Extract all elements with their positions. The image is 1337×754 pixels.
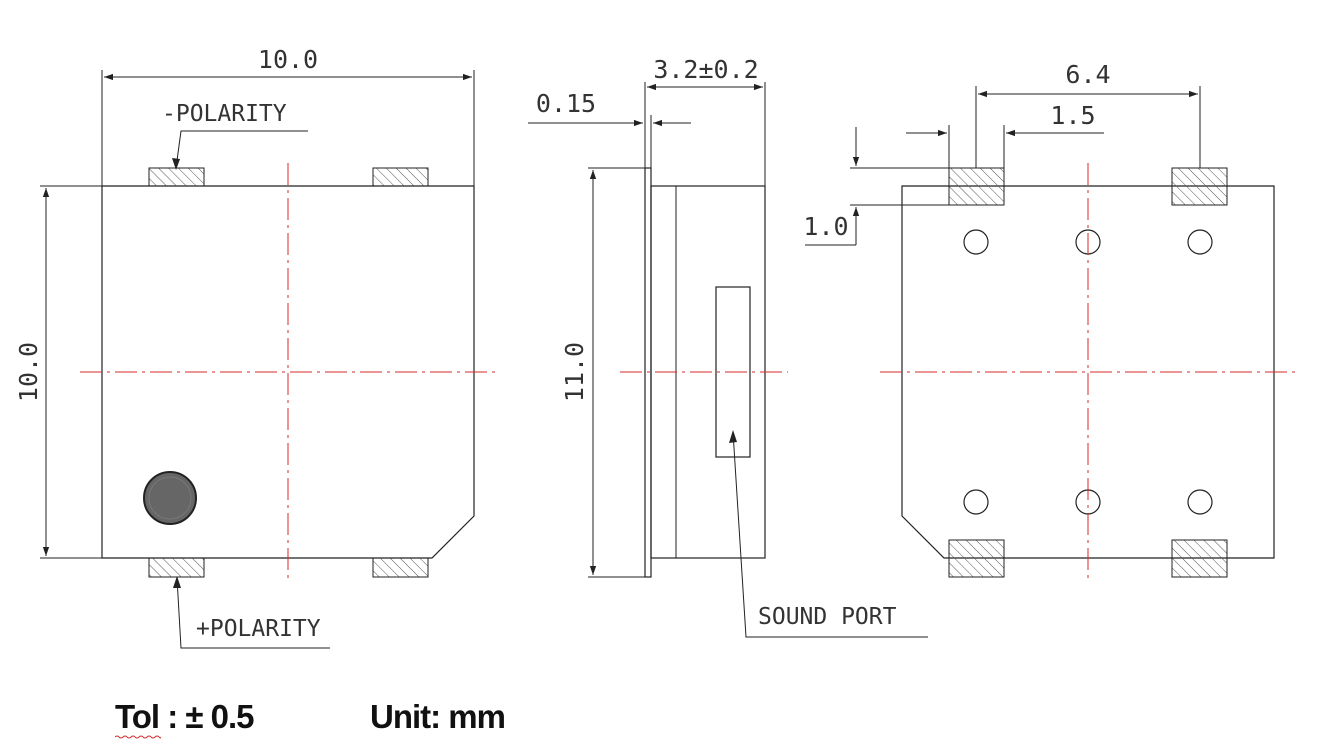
polarity-marker-inner <box>148 476 192 520</box>
sound-port-arrowhead <box>729 430 737 443</box>
bottom-view: 6.4 1.5 1.0 <box>803 60 1296 582</box>
pad-height-label: 1.0 <box>803 212 848 241</box>
bottom-hole <box>1187 229 1213 255</box>
bottom-pad-bottom-right <box>1171 539 1228 578</box>
tolerance-note: Tol : ± 0.5 <box>115 698 255 735</box>
front-pad-top-left <box>148 167 205 187</box>
neg-polarity-leader <box>175 130 308 169</box>
side-thickness-label: 3.2±0.2 <box>653 55 758 84</box>
sound-port-slot <box>715 286 751 458</box>
neg-polarity-arrowhead <box>172 158 180 170</box>
front-pad-top-right <box>372 167 429 187</box>
bottom-pitch-label: 6.4 <box>1065 60 1110 89</box>
bottom-hole <box>1187 489 1213 515</box>
side-height-label: 11.0 <box>560 342 589 402</box>
polarity-marker-dot <box>143 471 197 525</box>
pos-polarity-arrowhead <box>173 576 181 588</box>
pos-polarity-leader <box>176 577 330 649</box>
spellcheck-underline <box>115 735 161 739</box>
front-view: 10.0 10.0 -POLARITY +POLARITY <box>14 45 496 649</box>
front-pad-bottom-right <box>372 557 429 578</box>
bottom-hole <box>963 489 989 515</box>
front-width-label: 10.0 <box>258 45 318 74</box>
pad-width-label: 1.5 <box>1050 101 1095 130</box>
pos-polarity-label: +POLARITY <box>196 616 321 642</box>
side-view: 3.2±0.2 0.15 11.0 SOUND PORT <box>528 55 928 638</box>
sound-port-label: SOUND PORT <box>758 604 897 630</box>
front-height-label: 10.0 <box>14 342 43 402</box>
bottom-hole <box>963 229 989 255</box>
unit-note: Unit: mm <box>370 698 506 735</box>
bottom-pad-top-left <box>948 167 1005 206</box>
bottom-pad-bottom-left <box>948 539 1005 578</box>
neg-polarity-label: -POLARITY <box>162 101 287 127</box>
bottom-pad-top-right <box>1171 167 1228 206</box>
sound-port-leader <box>732 431 928 638</box>
side-offset-label: 0.15 <box>536 89 596 118</box>
front-pad-bottom-left <box>148 557 205 578</box>
